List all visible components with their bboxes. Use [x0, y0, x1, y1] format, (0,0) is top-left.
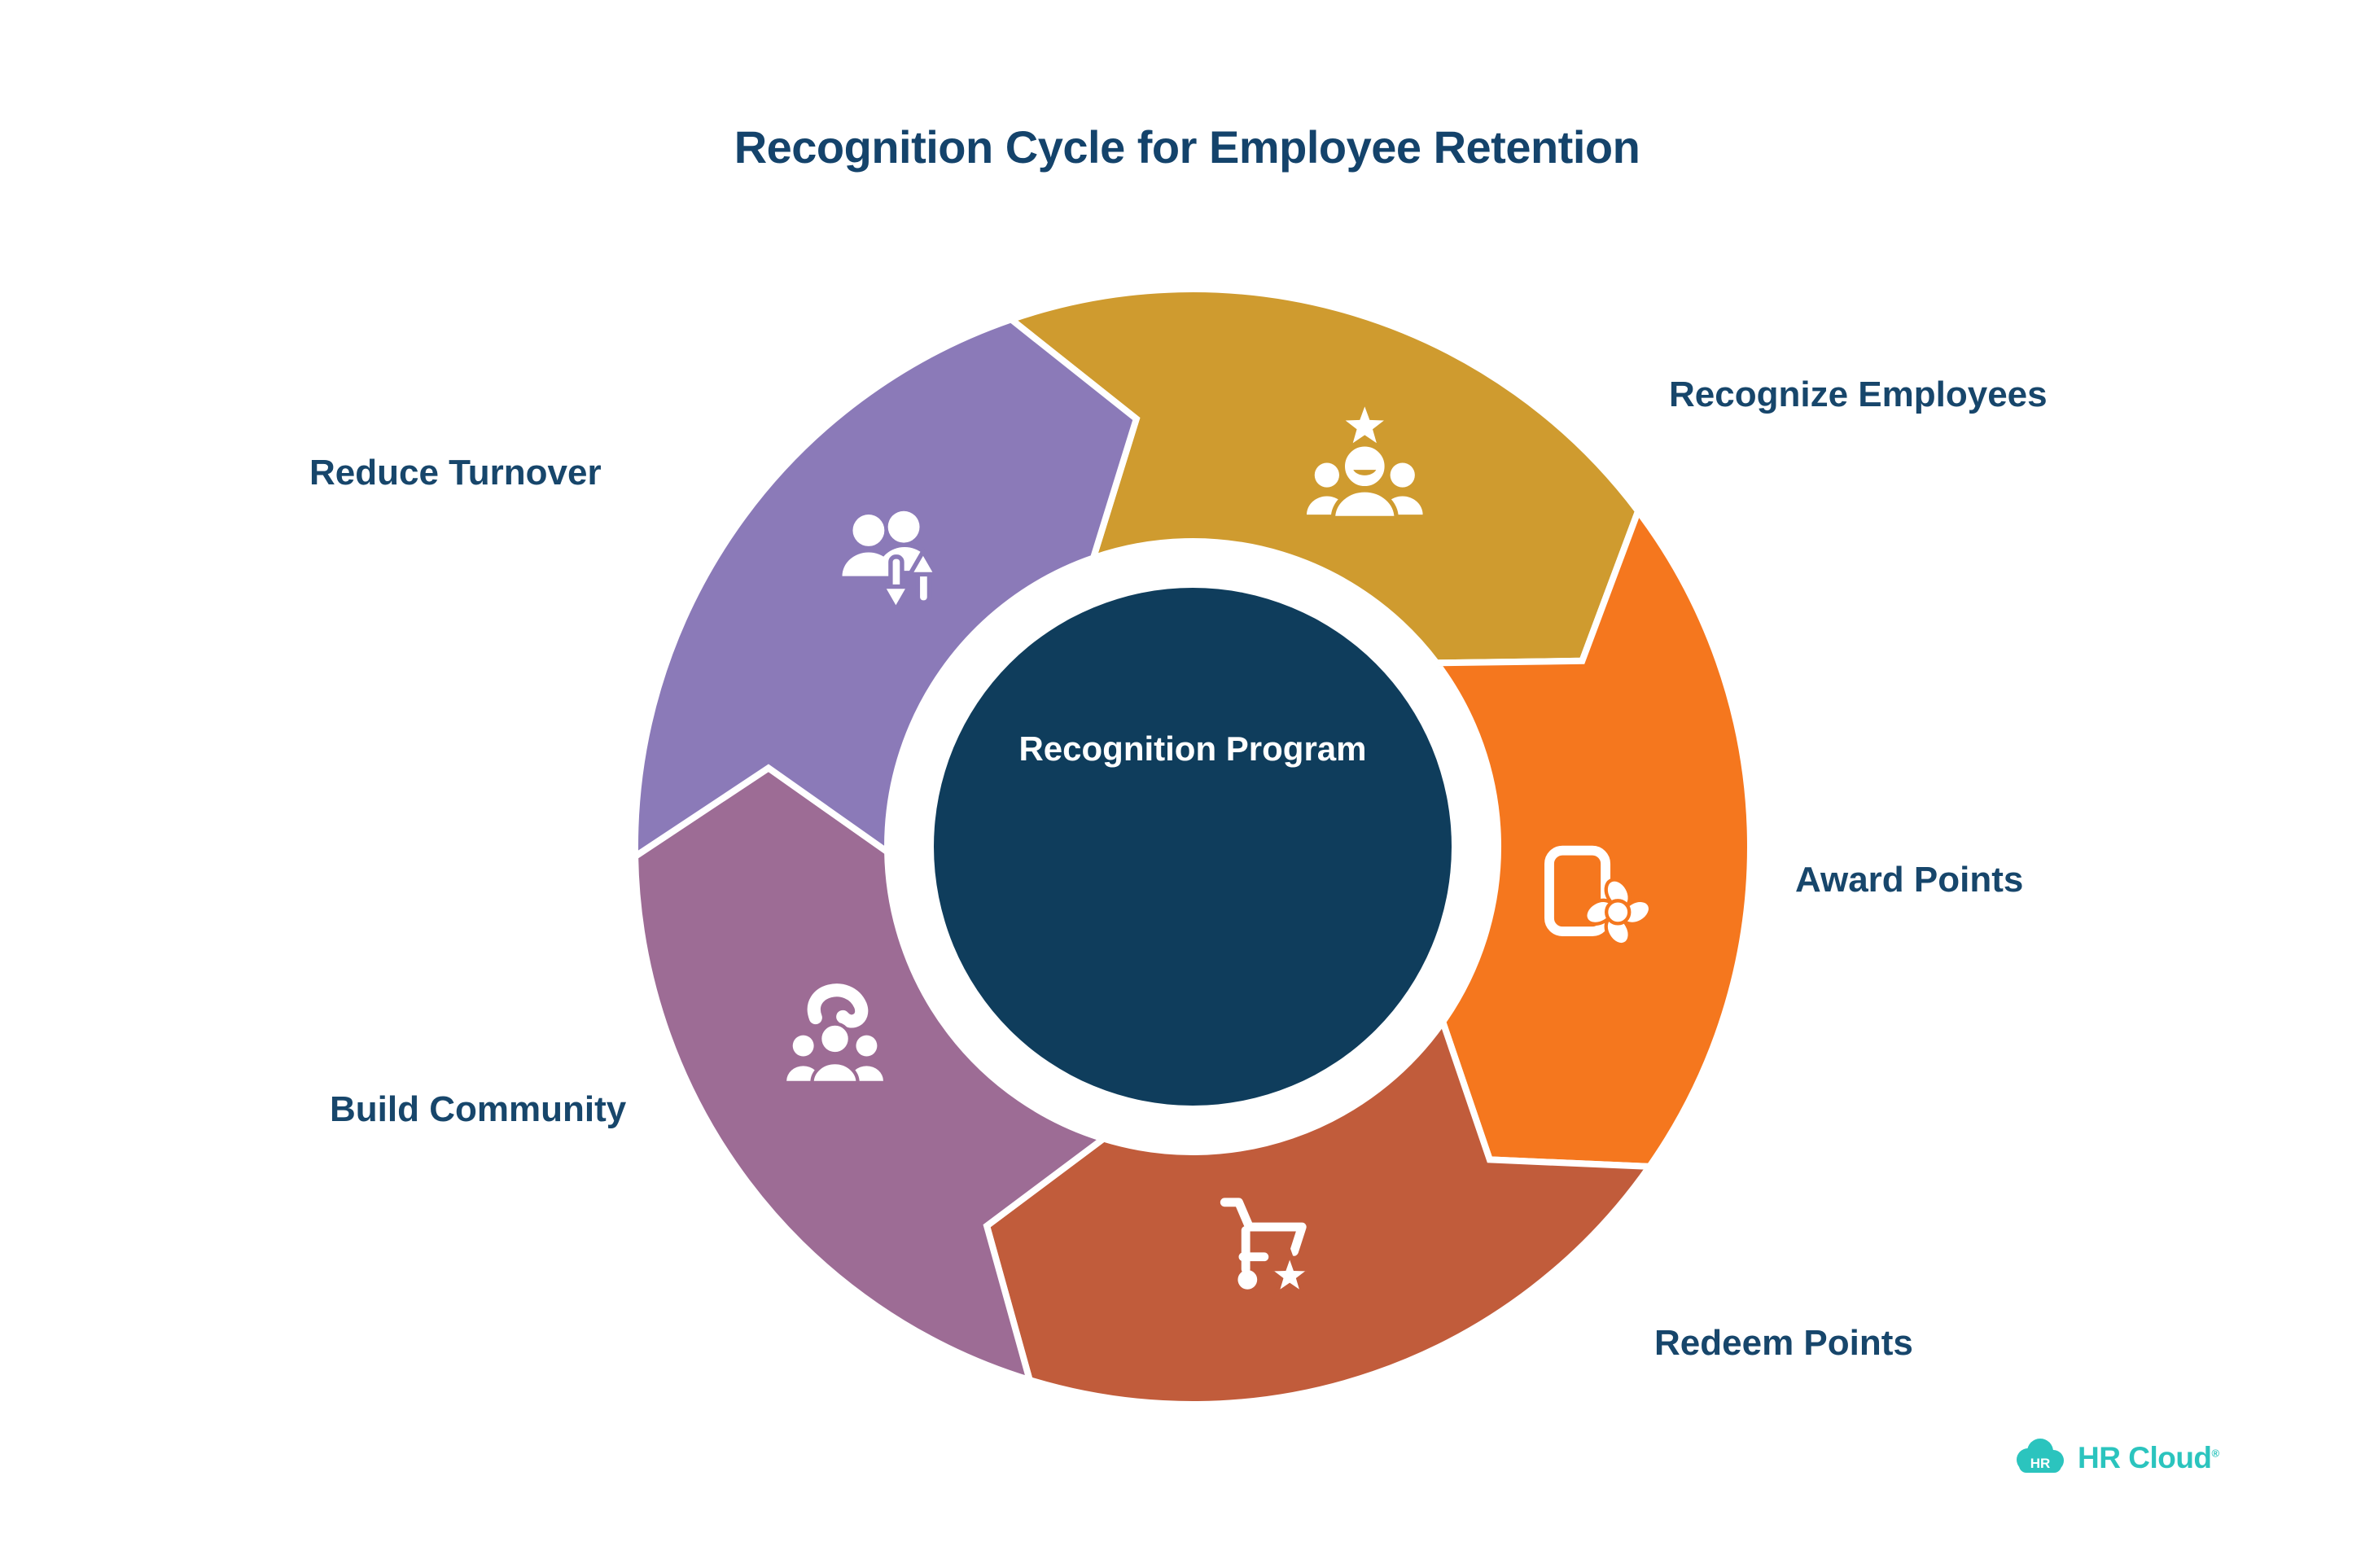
hrcloud-logo: HR HR Cloud® [2013, 1438, 2219, 1478]
segment-label-build-community: Build Community [330, 1089, 627, 1129]
segment-redeem-points [983, 1014, 1656, 1408]
center-circle [934, 588, 1452, 1106]
segment-label-award-points: Award Points [1795, 860, 2024, 900]
segment-label-recognize-employees: Recognize Employees [1669, 374, 2048, 414]
segment-label-reduce-turnover: Reduce Turnover [309, 453, 602, 493]
hrcloud-logo-text: HR Cloud® [2078, 1441, 2219, 1474]
hand-community-icon [786, 983, 883, 1085]
hrcloud-cloud-icon: HR [2017, 1439, 2064, 1473]
people-arrows-icon [842, 510, 940, 615]
segment-award-points [1430, 504, 1754, 1170]
people-star-icon [1307, 406, 1423, 521]
cart-star-icon [1220, 1198, 1318, 1300]
card-ribbon-icon [1544, 845, 1653, 947]
center-circle-label: Recognition Program [1018, 729, 1367, 768]
page-title: Recognition Cycle for Employee Retention [734, 121, 1640, 173]
segment-label-redeem-points: Redeem Points [1654, 1323, 1913, 1363]
svg-text:HR: HR [2030, 1456, 2051, 1471]
